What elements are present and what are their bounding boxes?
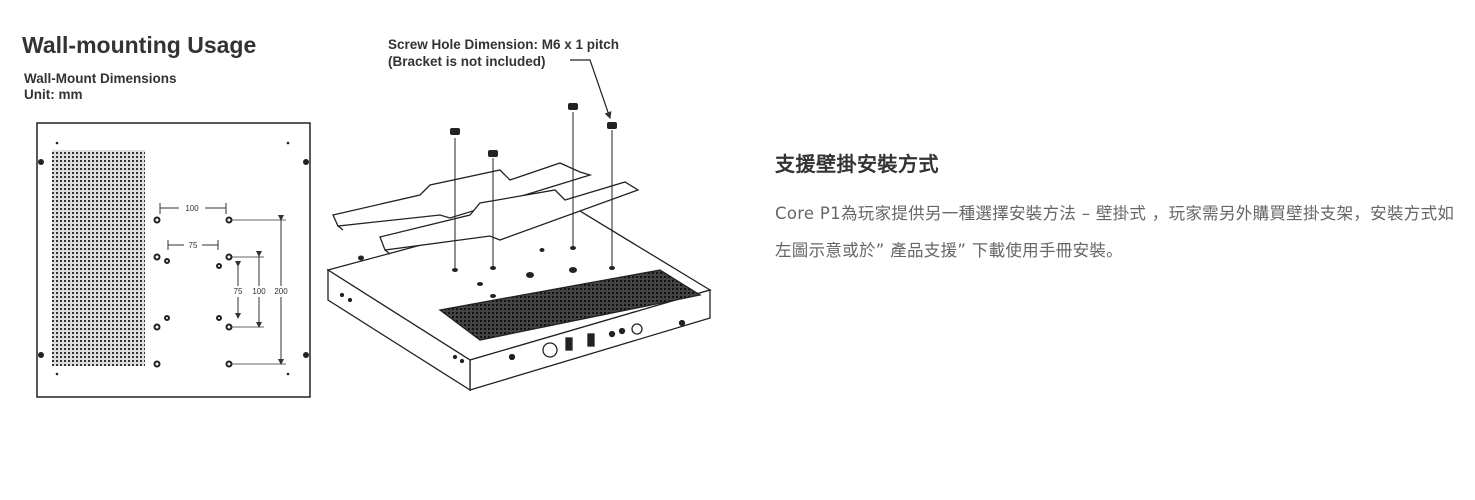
section-body: Core P1為玩家提供另一種選擇安裝方法 – 壁掛式 ，玩家需另外購買壁掛支架…: [775, 204, 1455, 260]
subtitle-line-2: Unit: mm: [24, 87, 83, 102]
screw-note-line-2: (Bracket is not included): [388, 54, 546, 69]
dim-h200: 200: [274, 287, 288, 296]
screw-note-line-1: Screw Hole Dimension: M6 x 1 pitch: [388, 37, 620, 52]
subtitle-line-1: Wall-Mount Dimensions: [24, 71, 177, 86]
dim-w75: 75: [189, 241, 198, 250]
dim-h100: 100: [252, 287, 266, 296]
dim-w100: 100: [185, 204, 199, 213]
figure-title: Wall-mounting Usage: [22, 32, 257, 58]
screw-note: Screw Hole Dimension: M6 x 1 pitch (Brac…: [388, 36, 619, 70]
dim-h75: 75: [234, 287, 243, 296]
rear-panel-diagram: 100 75 75 100 200: [36, 122, 311, 398]
mount-drawing: 100 75 75 100 200: [36, 59, 712, 398]
case-iso-diagram: [326, 59, 712, 392]
figure-subtitle: Wall-Mount Dimensions Unit: mm: [24, 71, 177, 103]
section-heading: 支援壁掛安裝方式: [775, 152, 939, 176]
wall-mount-figure: Wall-mounting Usage Wall-Mount Dimension…: [0, 0, 740, 420]
description-panel: 支援壁掛安裝方式 Core P1為玩家提供另一種選擇安裝方法 – 壁掛式 ，玩家…: [775, 148, 1465, 269]
